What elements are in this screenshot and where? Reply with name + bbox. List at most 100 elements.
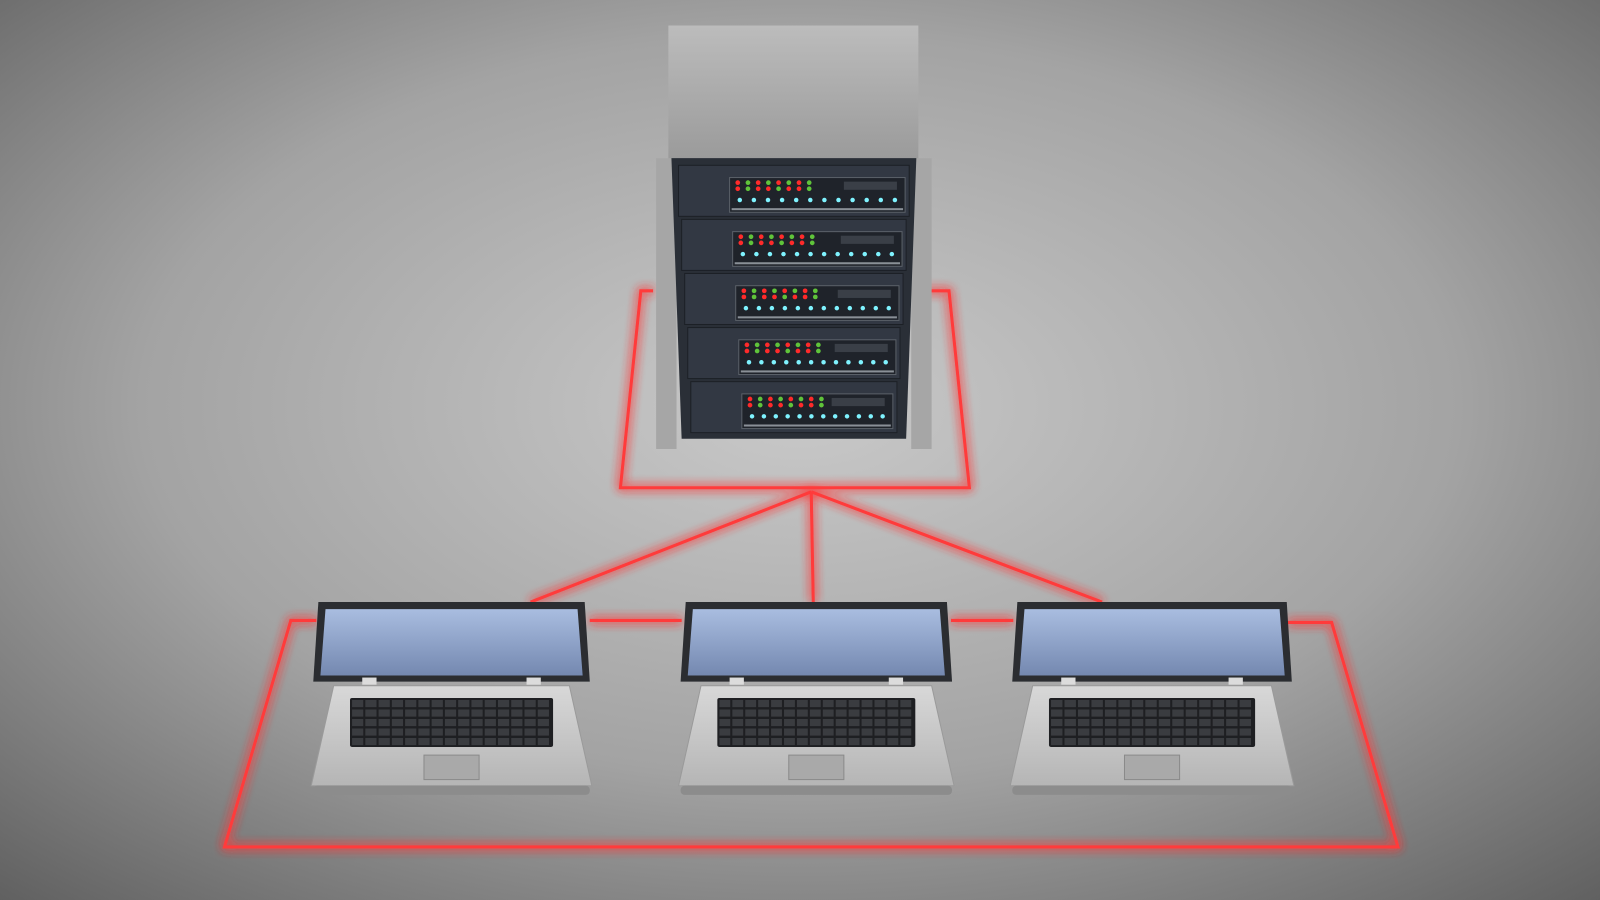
status-led xyxy=(792,294,798,300)
key xyxy=(471,718,483,727)
status-led xyxy=(738,240,744,246)
key xyxy=(887,728,899,736)
status-led xyxy=(776,180,781,185)
drive-led xyxy=(785,414,790,419)
drive-led xyxy=(850,197,855,203)
key xyxy=(471,709,483,717)
status-led xyxy=(778,396,783,402)
drive-panel-rail xyxy=(743,424,891,427)
key xyxy=(524,700,536,708)
drive-led xyxy=(821,251,827,257)
drive-led xyxy=(878,197,884,203)
key xyxy=(796,737,808,746)
key xyxy=(391,728,404,736)
drive-led xyxy=(873,305,879,311)
status-led xyxy=(779,234,784,240)
key xyxy=(431,709,443,717)
key xyxy=(887,709,899,717)
status-led xyxy=(765,348,770,354)
key xyxy=(771,718,782,727)
status-led xyxy=(819,396,824,402)
key xyxy=(719,728,731,736)
laptop-base-edge xyxy=(313,785,590,795)
key xyxy=(796,709,808,717)
key xyxy=(1185,700,1198,708)
key xyxy=(848,700,860,708)
key xyxy=(874,709,886,717)
status-led xyxy=(751,294,757,300)
key xyxy=(1118,737,1130,746)
drive-led xyxy=(808,251,813,257)
status-led xyxy=(788,396,794,402)
key xyxy=(758,737,770,746)
drive-led xyxy=(862,251,867,257)
drive-panel-rail xyxy=(737,316,897,319)
status-led xyxy=(769,240,774,246)
drive-led xyxy=(761,414,767,419)
key xyxy=(1239,718,1252,727)
status-led xyxy=(808,396,814,402)
key xyxy=(378,700,390,708)
key xyxy=(900,709,912,717)
drive-led xyxy=(848,251,854,257)
vent-grille xyxy=(831,397,885,407)
status-led xyxy=(819,402,824,408)
key xyxy=(378,709,390,717)
key xyxy=(378,737,390,746)
vent-grille xyxy=(840,235,894,244)
key xyxy=(1158,700,1171,708)
key xyxy=(874,718,886,727)
key xyxy=(1145,709,1157,717)
status-led xyxy=(761,288,767,294)
hinge-right xyxy=(526,677,541,685)
key xyxy=(822,728,834,736)
drive-led xyxy=(880,414,885,419)
key xyxy=(431,718,443,727)
key xyxy=(537,700,549,708)
key xyxy=(900,737,912,746)
key xyxy=(1185,709,1198,717)
status-led xyxy=(795,348,801,354)
key xyxy=(444,718,457,727)
key xyxy=(378,718,390,727)
key xyxy=(511,700,523,708)
key xyxy=(471,700,483,708)
key xyxy=(835,709,847,717)
key xyxy=(1212,728,1225,736)
key xyxy=(431,700,443,708)
key xyxy=(391,718,404,727)
key xyxy=(1172,700,1184,708)
key xyxy=(352,737,364,746)
key xyxy=(365,728,377,736)
key xyxy=(822,709,834,717)
key xyxy=(822,718,834,727)
key xyxy=(458,737,470,746)
key xyxy=(352,709,364,717)
key xyxy=(1226,718,1238,727)
key xyxy=(1131,728,1144,736)
laptop-base-edge xyxy=(1012,785,1292,795)
key xyxy=(484,718,496,727)
status-led xyxy=(806,186,812,192)
key xyxy=(1185,718,1198,727)
status-led xyxy=(779,240,784,246)
status-led xyxy=(745,186,751,192)
key xyxy=(784,737,795,746)
drive-led xyxy=(860,305,866,311)
drive-led xyxy=(769,305,775,311)
drive-panel-rail xyxy=(740,370,894,373)
key xyxy=(1226,700,1238,708)
key xyxy=(835,718,847,727)
status-led xyxy=(808,402,814,408)
key xyxy=(444,700,457,708)
drive-led xyxy=(835,251,840,257)
status-led xyxy=(761,294,767,300)
key xyxy=(391,700,404,708)
key xyxy=(1077,718,1090,727)
key xyxy=(1104,737,1117,746)
drive-led xyxy=(740,251,746,257)
drive-led xyxy=(765,197,771,203)
hinge-left xyxy=(1061,677,1076,685)
status-led xyxy=(789,234,795,240)
